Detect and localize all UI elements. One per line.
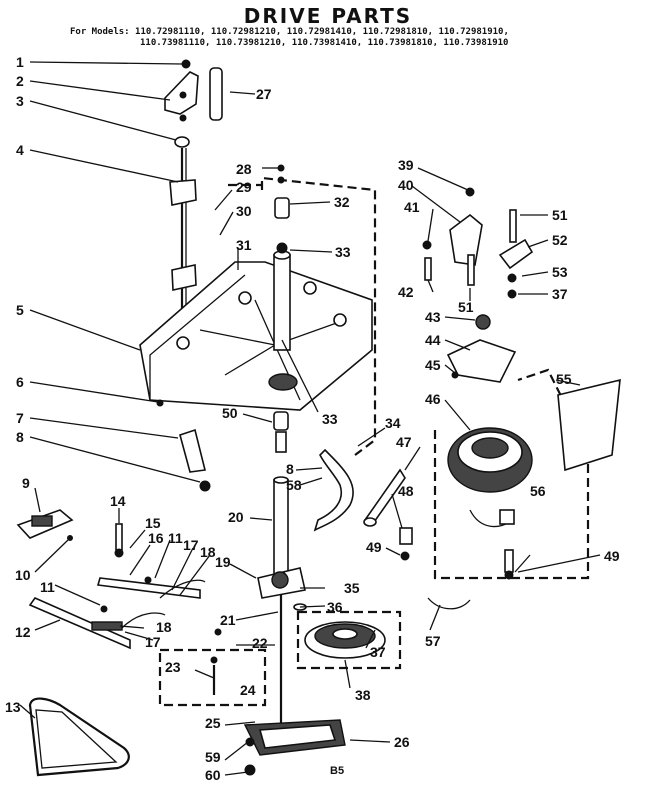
motor-dashed-frame: [433, 368, 590, 580]
callout-41: 41: [404, 199, 420, 215]
callout-14: 14: [110, 493, 126, 509]
callout-35: 35: [344, 580, 360, 596]
clip-part: [427, 597, 471, 610]
model-list-line-2: 110.73981110, 110.73981210, 110.73981410…: [140, 38, 509, 48]
callout-37b: 37: [370, 644, 386, 660]
brake-dashed-frame: [158, 648, 267, 707]
callout-43: 43: [425, 309, 441, 325]
callout-3: 3: [16, 93, 24, 109]
callout-18: 18: [200, 544, 216, 560]
callout-46: 46: [425, 391, 441, 407]
callout-labels: 1 2 3 4 5 6 7 8 9 10 11 12 13 14 15 16 1…: [5, 54, 620, 783]
callout-4: 4: [16, 142, 24, 158]
gearcase-dashed-frame: [260, 176, 377, 456]
callout-22: 22: [252, 635, 268, 651]
callout-5: 5: [16, 302, 24, 318]
callout-42: 42: [398, 284, 414, 300]
callout-29: 29: [236, 179, 252, 195]
callout-59: 59: [205, 749, 221, 765]
callout-26: 26: [394, 734, 410, 750]
callout-37: 37: [552, 286, 568, 302]
callout-18b: 18: [156, 619, 172, 635]
callout-56: 56: [530, 483, 546, 499]
callout-19: 19: [215, 554, 231, 570]
callout-7: 7: [16, 410, 24, 426]
shift-lever-linkage: [28, 399, 211, 650]
callout-1: 1: [16, 54, 24, 70]
callout-32: 32: [334, 194, 350, 210]
callout-49: 49: [366, 539, 382, 555]
motor-cover-plate: [557, 378, 621, 472]
callout-8: 8: [16, 429, 24, 445]
callout-51b: 51: [552, 207, 568, 223]
callout-10: 10: [15, 567, 31, 583]
callout-17b: 17: [145, 634, 161, 650]
callout-28: 28: [236, 161, 252, 177]
callout-31: 31: [236, 237, 252, 253]
callout-49b: 49: [604, 548, 620, 564]
page-code: B5: [330, 765, 344, 777]
callout-50: 50: [222, 405, 238, 421]
callout-17: 17: [183, 537, 199, 553]
callout-6: 6: [16, 374, 24, 390]
actuator-part: [16, 509, 74, 541]
callout-27: 27: [256, 86, 272, 102]
callout-9: 9: [22, 475, 30, 491]
drive-belt: [28, 697, 130, 777]
callout-33b: 33: [322, 411, 338, 427]
main-drive-shaft: [273, 411, 289, 591]
callout-53: 53: [552, 264, 568, 280]
pulley-dashed-frame: [296, 610, 402, 670]
callout-33: 33: [335, 244, 351, 260]
callout-21: 21: [220, 612, 236, 628]
center-post-tube: [273, 164, 291, 351]
callout-24: 24: [240, 682, 256, 698]
transmission-housing: [243, 567, 346, 776]
leader-lines: [19, 61, 601, 776]
motor-mounting-bracket: [422, 187, 534, 383]
callout-13: 13: [5, 699, 21, 715]
callout-55: 55: [556, 371, 572, 387]
drive-base-plate: [139, 261, 373, 411]
callout-20: 20: [228, 509, 244, 525]
callout-52: 52: [552, 232, 568, 248]
brake-spring-assembly: [210, 628, 222, 695]
callout-58: 58: [286, 477, 302, 493]
callout-60: 60: [205, 767, 221, 783]
callout-12: 12: [15, 624, 31, 640]
callout-11b: 11: [168, 530, 183, 546]
callout-11: 11: [40, 579, 55, 595]
callout-38: 38: [355, 687, 371, 703]
upper-linkage-assembly: [164, 59, 223, 380]
callout-36: 36: [327, 599, 343, 615]
callout-8b: 8: [286, 461, 294, 477]
callout-34: 34: [385, 415, 401, 431]
bolt-48: [399, 527, 413, 545]
callout-16: 16: [148, 530, 164, 546]
callout-44: 44: [425, 332, 441, 348]
cam-arm: [313, 448, 354, 532]
callout-40: 40: [398, 177, 414, 193]
callout-51: 51: [458, 299, 474, 315]
callout-15: 15: [145, 515, 161, 531]
callout-23: 23: [165, 659, 181, 675]
drive-motor: [447, 427, 533, 580]
model-list-line-1: For Models: 110.72981110, 110.72981210, …: [70, 27, 509, 37]
callout-57: 57: [425, 633, 441, 649]
diagram-title: DRIVE PARTS: [243, 4, 413, 28]
callout-25: 25: [205, 715, 221, 731]
callout-39: 39: [398, 157, 414, 173]
callout-48: 48: [398, 483, 414, 499]
callout-2: 2: [16, 73, 24, 89]
callout-30: 30: [236, 203, 252, 219]
callout-47: 47: [396, 434, 412, 450]
callout-45: 45: [425, 357, 441, 373]
